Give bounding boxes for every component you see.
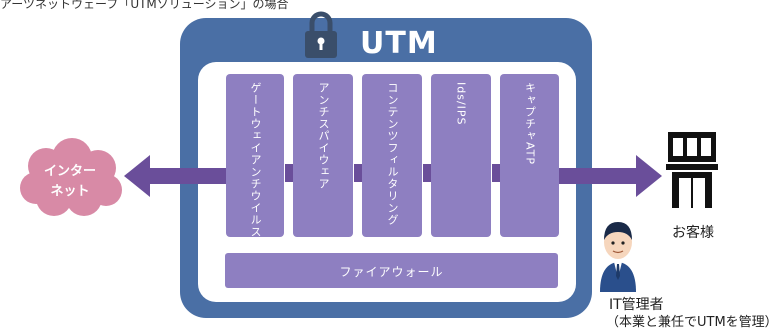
- connector: [492, 164, 500, 182]
- arrow-to-internet: [124, 155, 228, 197]
- person-icon: [600, 222, 636, 292]
- module-label: コンテンツフィルタリング: [386, 82, 399, 226]
- module-capture-atp: キャプチャATP: [500, 74, 559, 237]
- connector: [285, 164, 293, 182]
- module-label: Ids/IPS: [454, 82, 468, 126]
- connector: [354, 164, 362, 182]
- module-label: アンチスパイウェア: [317, 82, 330, 190]
- lock-icon: [305, 11, 337, 58]
- module-ids-ips: Ids/IPS: [431, 74, 491, 237]
- connector: [423, 164, 431, 182]
- firewall-label: ファイアウォール: [339, 265, 444, 279]
- customer-label: お客様: [672, 225, 714, 241]
- diagram-caption: アーツネットウェーブ「UTMソリューション」の場合: [0, 0, 289, 11]
- internet-label-line2: ネット: [50, 184, 90, 199]
- cloud-icon: [20, 138, 122, 216]
- module-label: キャプチャATP: [523, 82, 537, 166]
- firewall-bar: ファイアウォール: [225, 253, 558, 288]
- module-content-filtering: コンテンツフィルタリング: [362, 74, 422, 237]
- admin-sublabel: （本業と兼任でUTMを管理）: [606, 315, 771, 330]
- module-gateway-antivirus: ゲートウェイアンチウイルス: [226, 74, 284, 238]
- arrow-to-customer: [558, 155, 662, 197]
- internet-label-line1: インター: [43, 164, 96, 179]
- module-label: ゲートウェイアンチウイルス: [249, 82, 262, 238]
- module-anti-spyware: アンチスパイウェア: [293, 74, 353, 237]
- admin-label: IT管理者: [609, 297, 664, 313]
- building-icon: [666, 132, 718, 208]
- utm-title: UTM: [360, 26, 438, 61]
